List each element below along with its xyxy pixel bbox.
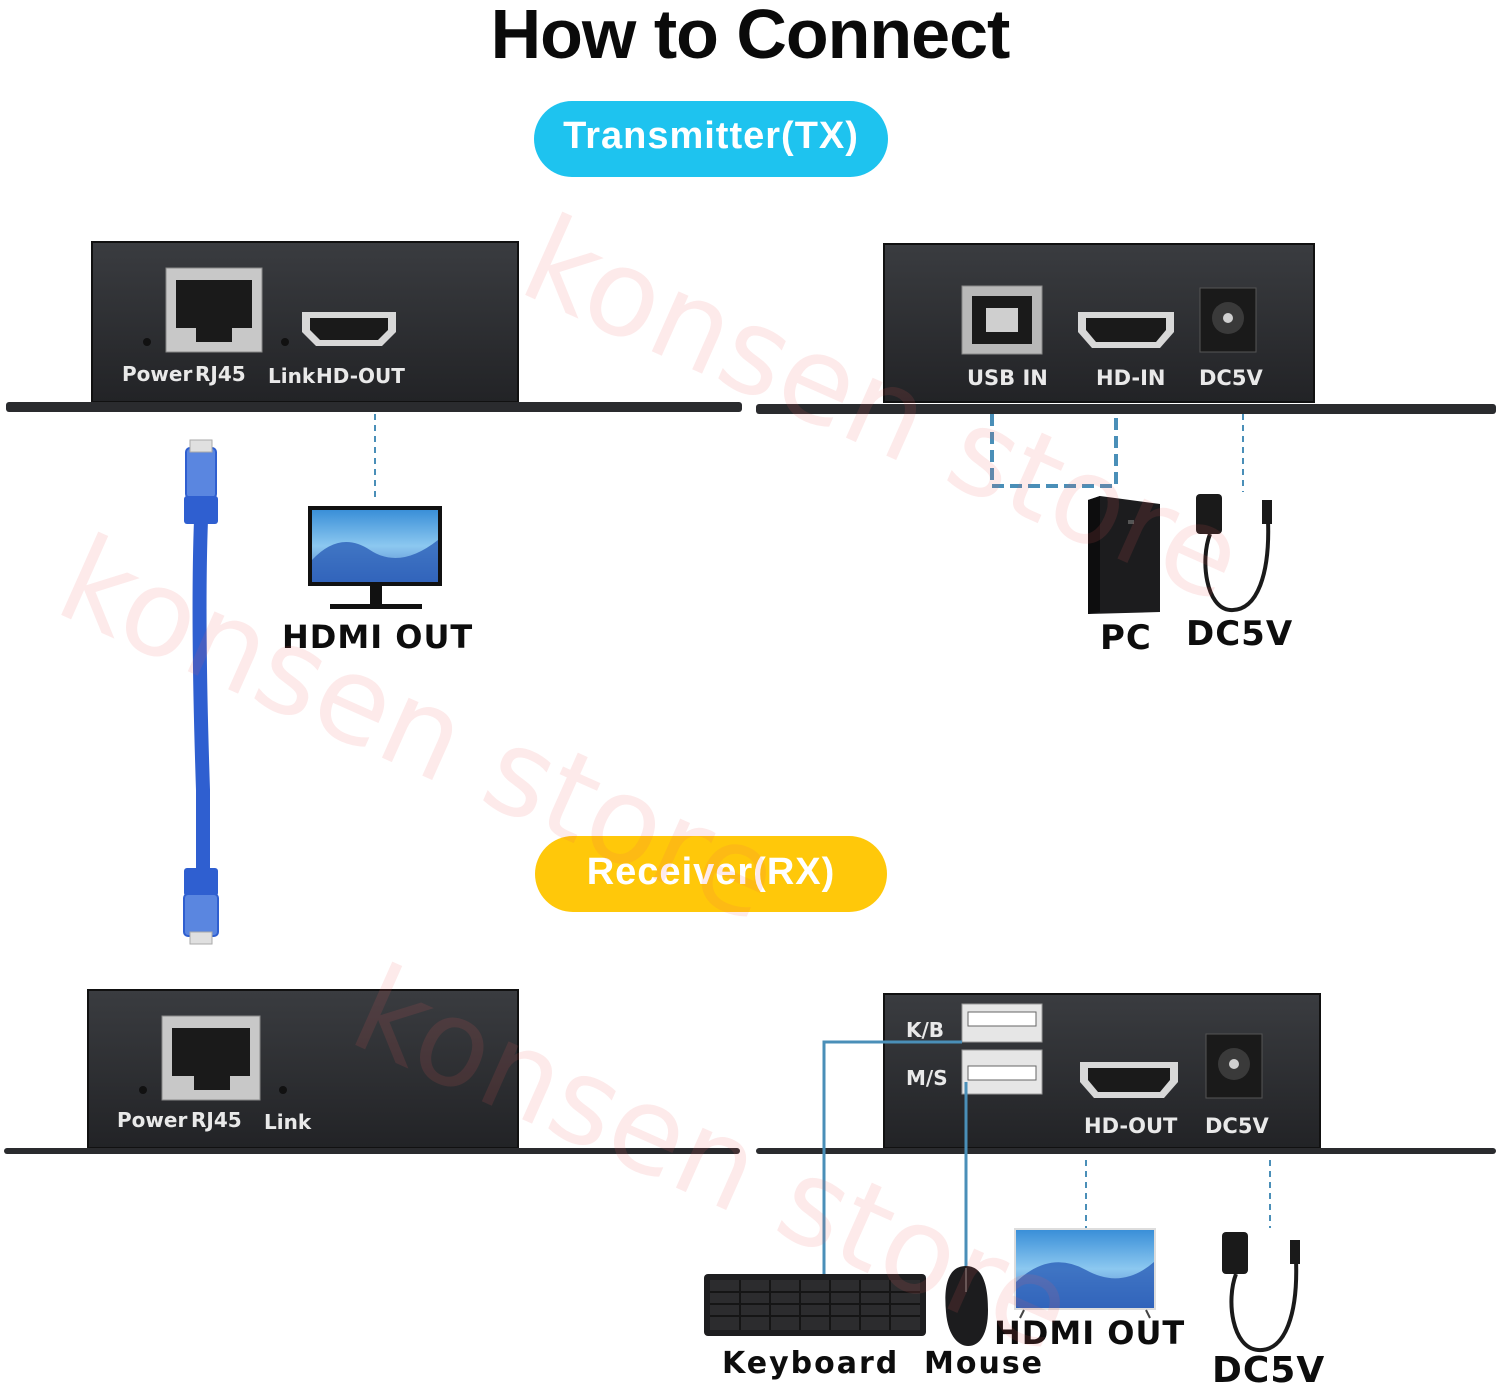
hdmi-port-icon: [1078, 312, 1174, 348]
keyboard-connection-line: [822, 1040, 962, 1276]
tx-power-label: Power: [122, 362, 193, 386]
tx-usbin-label: USB IN: [967, 366, 1048, 390]
dc-jack-icon: [1205, 1033, 1263, 1099]
receiver-badge: Receiver(RX): [535, 836, 887, 912]
tx-dc-adapter-label: DC5V: [1186, 614, 1294, 654]
tx-back-unit: [756, 243, 1496, 414]
usb-b-port-icon: [961, 285, 1043, 355]
mouse-icon: [945, 1266, 988, 1346]
rx-link-label: Link: [264, 1110, 312, 1134]
tx-link-label: Link: [268, 364, 316, 388]
dc-jack-icon: [1199, 287, 1257, 353]
pc-tower-icon: [1088, 496, 1160, 614]
monitor-icon: [308, 506, 442, 609]
power-adapter-icon: [1222, 1232, 1300, 1353]
ethernet-cable-icon: [183, 439, 219, 945]
tx-dc-label: DC5V: [1199, 366, 1263, 390]
monitor-icon: [1014, 1228, 1156, 1319]
rx-rj45-label: RJ45: [191, 1108, 242, 1132]
tx-hdout-label: HD-OUT: [316, 364, 405, 388]
usb-a-port-icon: [961, 1003, 1043, 1095]
tx-front-unit: [6, 241, 742, 412]
keyboard-icon: [704, 1274, 926, 1336]
pc-label: PC: [1100, 618, 1152, 658]
rj45-port-icon: [165, 267, 263, 353]
power-led-icon: [143, 338, 151, 346]
rx-dc-label: DC5V: [1205, 1114, 1269, 1138]
connector-lines: [374, 414, 1271, 1228]
rx-ms-label: M/S: [906, 1066, 948, 1090]
tx-monitor-label: HDMI OUT: [282, 618, 474, 656]
pc-connection-line: [990, 414, 1118, 488]
power-adapter-icon: [1196, 494, 1272, 613]
rx-hdout-label: HD-OUT: [1084, 1114, 1178, 1138]
keyboard-label: Keyboard: [722, 1346, 900, 1381]
rx-kb-label: K/B: [906, 1018, 945, 1042]
hdmi-port-icon: [302, 312, 396, 346]
rx-power-label: Power: [117, 1108, 188, 1132]
rx-back-unit: [756, 993, 1496, 1154]
link-led-icon: [279, 1086, 287, 1094]
transmitter-badge: Transmitter(TX): [534, 101, 888, 177]
hdmi-port-icon: [1080, 1062, 1178, 1098]
power-led-icon: [139, 1086, 147, 1094]
rx-dc-adapter-label: DC5V: [1212, 1350, 1326, 1391]
link-led-icon: [281, 338, 289, 346]
rx-monitor-label: HDMI OUT: [994, 1314, 1186, 1352]
mouse-label: Mouse: [924, 1346, 1045, 1381]
rx-front-unit: [4, 989, 740, 1154]
page-title: How to Connect: [490, 0, 1011, 73]
tx-rj45-label: RJ45: [195, 362, 246, 386]
tx-hdin-label: HD-IN: [1096, 366, 1166, 390]
rj45-port-icon: [161, 1015, 261, 1101]
